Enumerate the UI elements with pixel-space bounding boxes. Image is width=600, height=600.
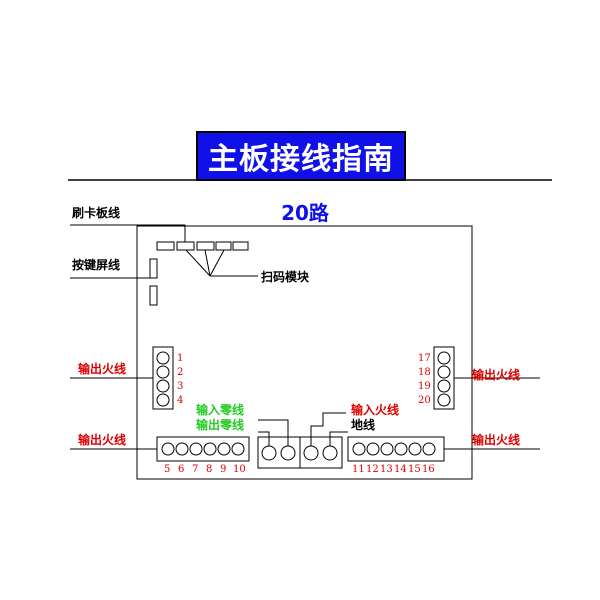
connector-3 <box>196 241 215 251</box>
keypad-line-label: 按键屏线 <box>72 258 121 272</box>
scan-leader-c <box>209 249 225 277</box>
connector-5 <box>232 241 249 251</box>
input-live-leader <box>310 412 346 446</box>
terminal-block-17-20 <box>433 346 455 410</box>
terminal-number: 18 <box>418 367 431 378</box>
terminal-number: 15 <box>408 464 421 475</box>
connector-2 <box>176 241 195 251</box>
card-reader-connectors <box>156 241 249 251</box>
terminal-number: 2 <box>177 367 184 378</box>
terminal-number: 12 <box>366 464 379 475</box>
keypad-connector-2 <box>149 285 158 306</box>
terminal-number: 11 <box>352 464 365 475</box>
terminal-number: 7 <box>192 464 199 475</box>
ground-leader <box>329 431 348 446</box>
keypad-connector-1 <box>149 258 158 279</box>
connector-1 <box>156 241 175 251</box>
neutral-terminal-block <box>257 436 301 469</box>
terminal-block-11-16 <box>347 436 445 462</box>
terminal-number: 13 <box>380 464 393 475</box>
terminal-number: 14 <box>394 464 407 475</box>
terminal-number: 20 <box>418 395 431 406</box>
output-neutral-label: 输出零线 <box>196 418 245 432</box>
scan-leader-a <box>185 249 211 277</box>
terminal-number: 4 <box>177 395 184 406</box>
input-neutral-label: 输入零线 <box>196 403 245 417</box>
live-ground-terminal-block <box>299 436 343 469</box>
output-live-left-bottom-label: 输出火线 <box>78 433 127 447</box>
output-live-right-top-label: 输出火线 <box>472 368 521 382</box>
output-live-right-bottom-label: 输出火线 <box>472 433 521 447</box>
terminal-number: 6 <box>178 464 185 475</box>
terminal-number: 8 <box>206 464 213 475</box>
terminal-number: 19 <box>418 381 431 392</box>
ground-label: 地线 <box>351 418 376 432</box>
input-live-label: 输入火线 <box>351 403 400 417</box>
circuit-count: 20路 <box>281 201 329 225</box>
terminal-number: 10 <box>233 464 246 475</box>
title-banner: 主板接线指南 <box>196 131 406 181</box>
output-live-left-top-label: 输出火线 <box>78 362 127 376</box>
terminal-block-1-4 <box>152 346 174 410</box>
terminal-number: 5 <box>164 464 171 475</box>
terminal-number: 16 <box>422 464 435 475</box>
terminal-number: 9 <box>220 464 227 475</box>
input-neutral-leader <box>258 419 289 446</box>
output-neutral-leader <box>258 431 270 446</box>
terminal-number: 3 <box>177 381 184 392</box>
connector-4 <box>215 241 232 251</box>
terminal-block-5-10 <box>156 436 250 462</box>
card-reader-line-label: 刷卡板线 <box>72 206 121 220</box>
terminal-number: 1 <box>177 353 184 364</box>
scan-module-label: 扫码模块 <box>261 270 310 284</box>
scan-leader-b <box>204 249 211 277</box>
card-reader-leader <box>70 224 186 242</box>
page-title: 主板接线指南 <box>208 142 394 177</box>
terminal-number: 17 <box>418 353 431 364</box>
